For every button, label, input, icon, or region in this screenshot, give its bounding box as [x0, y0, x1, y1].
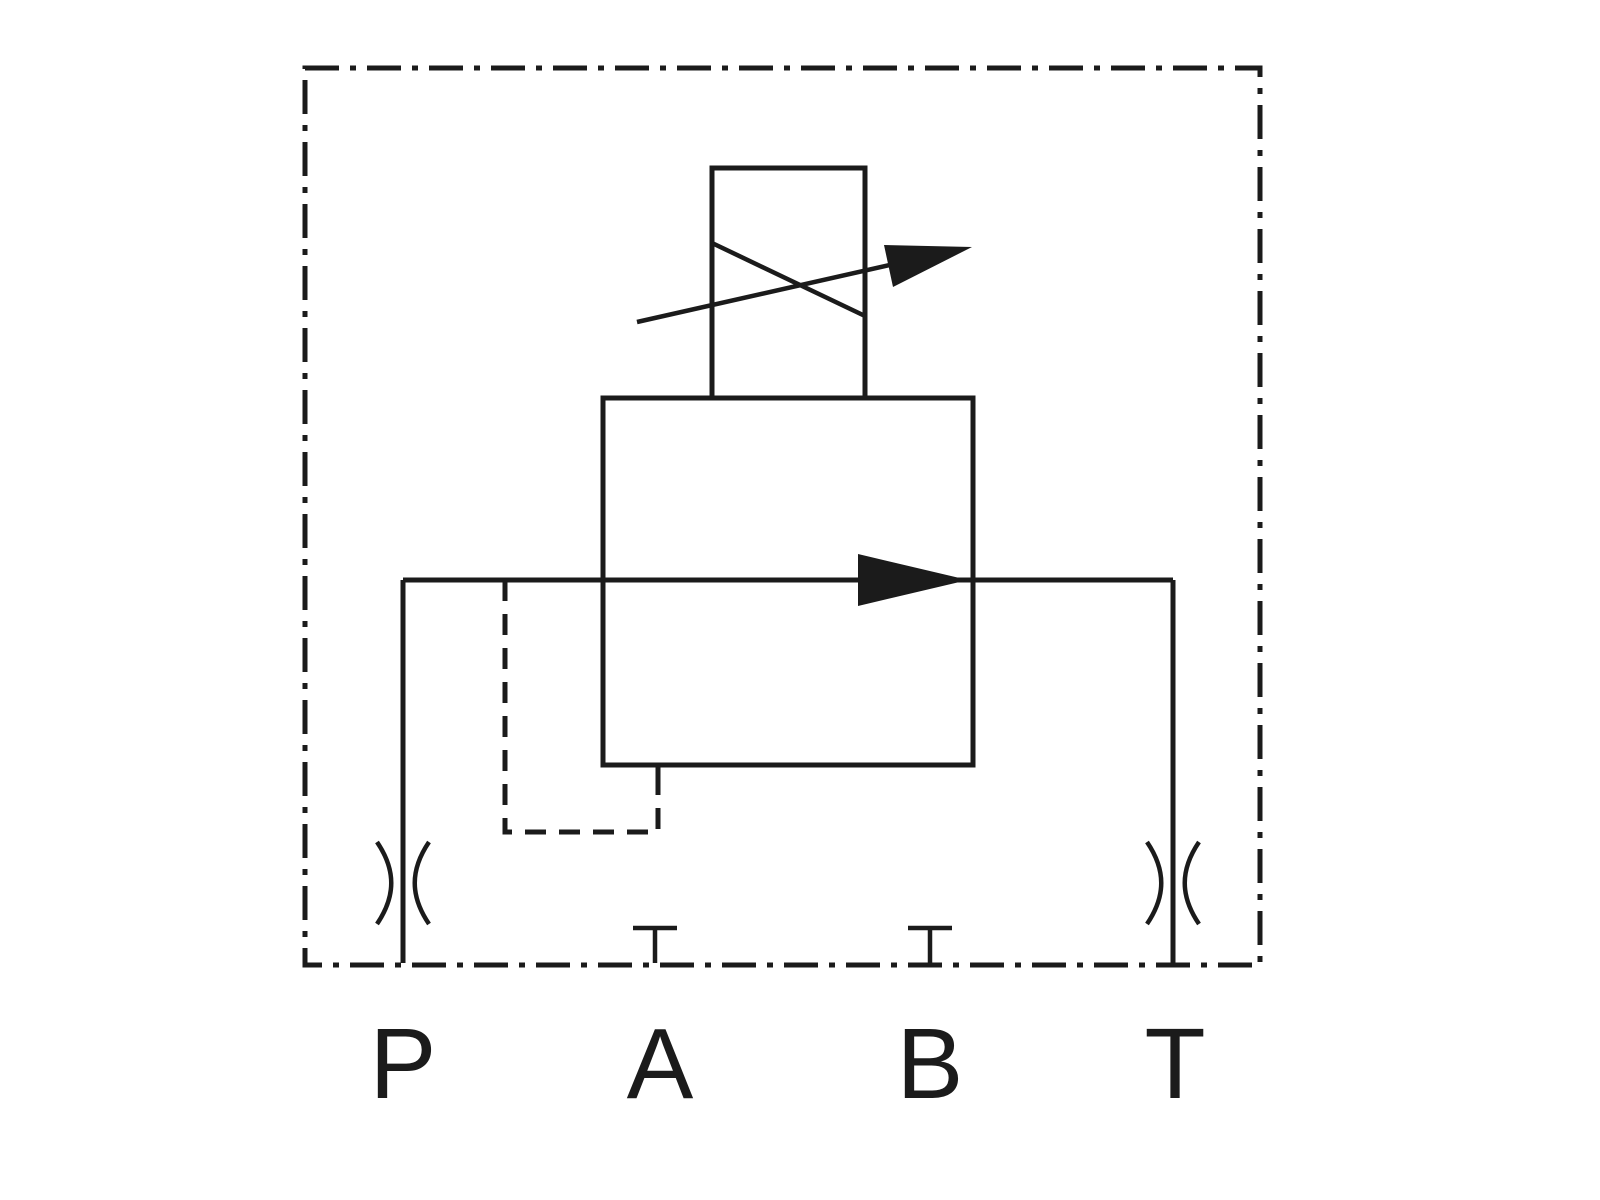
adjustment-arrow-shaft	[636, 259, 904, 325]
spring-cross-line	[711, 240, 866, 319]
spring-box	[709, 165, 868, 401]
orifice-t-left-arc	[1145, 840, 1164, 926]
port-label-t: T	[1144, 1008, 1205, 1120]
plug-b	[908, 925, 952, 963]
pilot-line	[502, 580, 661, 835]
pilot-line-dashed	[502, 580, 661, 835]
adjustment-arrowhead-icon	[884, 245, 972, 287]
orifice-t	[1145, 840, 1201, 926]
orifice-p-left-arc	[375, 840, 394, 926]
port-label-a: A	[627, 1008, 694, 1120]
port-label-b: B	[897, 1008, 964, 1120]
orifice-p-right-arc	[412, 840, 431, 926]
enclosure-boundary	[302, 65, 1263, 968]
orifice-t-right-arc	[1182, 840, 1201, 926]
port-label-p: P	[370, 1008, 437, 1120]
flow-arrowhead-icon	[858, 554, 968, 606]
orifice-p	[375, 840, 431, 926]
plug-a	[633, 925, 677, 963]
adjustment-arrow	[636, 245, 972, 325]
